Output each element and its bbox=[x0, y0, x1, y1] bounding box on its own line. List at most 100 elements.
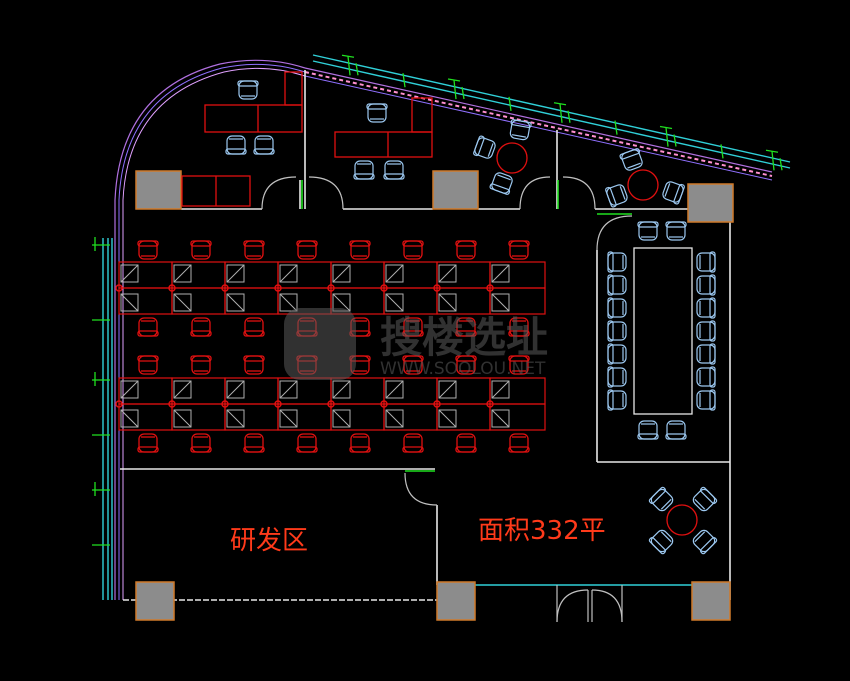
chair bbox=[696, 343, 716, 365]
chair bbox=[607, 274, 627, 296]
chair bbox=[607, 320, 627, 342]
workstation-desk bbox=[489, 287, 546, 315]
chair bbox=[402, 355, 424, 375]
chair bbox=[696, 297, 716, 319]
workstation-desk bbox=[224, 403, 279, 431]
workstation-desk bbox=[436, 287, 491, 315]
watermark-url: WWW.SOOLOU.NET bbox=[380, 359, 546, 379]
chair bbox=[137, 240, 159, 260]
plant-icon bbox=[659, 125, 677, 147]
chair bbox=[508, 317, 530, 337]
executive-desk bbox=[334, 131, 433, 158]
plant-icon bbox=[447, 78, 465, 100]
workstation-desk bbox=[277, 403, 332, 431]
column bbox=[135, 170, 182, 210]
chair bbox=[243, 317, 265, 337]
cable-node bbox=[380, 284, 388, 292]
chair bbox=[455, 240, 477, 260]
workstation-area bbox=[115, 261, 546, 431]
plant-icon bbox=[614, 120, 618, 135]
chair bbox=[296, 433, 318, 453]
chair bbox=[607, 343, 627, 365]
chair bbox=[353, 160, 375, 180]
chair bbox=[190, 240, 212, 260]
workstation-desk bbox=[383, 403, 438, 431]
cable-node bbox=[221, 400, 229, 408]
door-frames bbox=[301, 180, 632, 472]
workstation-desk bbox=[118, 403, 173, 431]
chair bbox=[383, 160, 405, 180]
chair bbox=[692, 529, 718, 555]
chair bbox=[607, 251, 627, 273]
workstation-desk bbox=[383, 377, 438, 405]
doors bbox=[261, 176, 633, 623]
workstation-desk bbox=[330, 261, 385, 289]
chair bbox=[619, 148, 643, 171]
chairs bbox=[137, 80, 718, 555]
workstation-desk bbox=[277, 261, 332, 289]
chair bbox=[402, 433, 424, 453]
chair bbox=[607, 297, 627, 319]
watermark: 搜楼选址 WWW.SOOLOU.NET bbox=[284, 308, 548, 380]
chair bbox=[190, 433, 212, 453]
chair bbox=[190, 317, 212, 337]
chair bbox=[692, 486, 718, 512]
chair bbox=[190, 355, 212, 375]
workstation-desk bbox=[436, 403, 491, 431]
chair bbox=[402, 317, 424, 337]
interior-walls bbox=[120, 70, 731, 601]
chair bbox=[508, 433, 530, 453]
chair bbox=[489, 172, 513, 195]
chair bbox=[243, 355, 265, 375]
plant-icon bbox=[720, 144, 724, 159]
chair bbox=[137, 317, 159, 337]
cable-node bbox=[221, 284, 229, 292]
watermark-logo bbox=[284, 308, 356, 380]
round-table bbox=[627, 169, 659, 201]
chair bbox=[607, 366, 627, 388]
chair bbox=[137, 355, 159, 375]
chair bbox=[473, 135, 496, 159]
chair bbox=[509, 119, 532, 141]
desk-return bbox=[411, 97, 433, 133]
chair bbox=[662, 181, 685, 205]
executive-office-1 bbox=[181, 71, 303, 207]
cable-node bbox=[168, 284, 176, 292]
cable-node bbox=[274, 400, 282, 408]
workstation-desk bbox=[171, 261, 226, 289]
workstation-desk bbox=[489, 377, 546, 405]
dev-area-label: 研发区 bbox=[230, 526, 308, 556]
workstation-desk bbox=[383, 287, 438, 315]
plant-icon bbox=[92, 482, 110, 496]
chair bbox=[648, 486, 674, 512]
chair bbox=[665, 221, 687, 241]
chair bbox=[665, 420, 687, 440]
column bbox=[691, 581, 731, 621]
workstation-desk bbox=[118, 287, 173, 315]
plant-icon bbox=[765, 149, 783, 171]
workstation-desk bbox=[330, 377, 385, 405]
window-glazing bbox=[102, 54, 791, 600]
executive-office-2 bbox=[334, 97, 433, 158]
workstation-desk bbox=[277, 377, 332, 405]
chair bbox=[243, 433, 265, 453]
chair bbox=[648, 529, 674, 555]
cable-node bbox=[115, 400, 123, 408]
plant-icon bbox=[92, 237, 110, 251]
workstation-desk bbox=[436, 261, 491, 289]
workstation-desk bbox=[436, 377, 491, 405]
plant-icon bbox=[553, 102, 571, 123]
workstation-desk bbox=[118, 377, 173, 405]
chair bbox=[696, 274, 716, 296]
plant-icon bbox=[508, 96, 512, 111]
round-table bbox=[666, 504, 698, 536]
chair bbox=[402, 240, 424, 260]
cable-node bbox=[327, 400, 335, 408]
plant-icon bbox=[402, 73, 406, 88]
desk-return bbox=[284, 71, 303, 106]
watermark-brand: 搜楼选址 bbox=[380, 313, 548, 362]
cable-node bbox=[327, 284, 335, 292]
chair bbox=[225, 135, 247, 155]
workstation-desk bbox=[383, 261, 438, 289]
